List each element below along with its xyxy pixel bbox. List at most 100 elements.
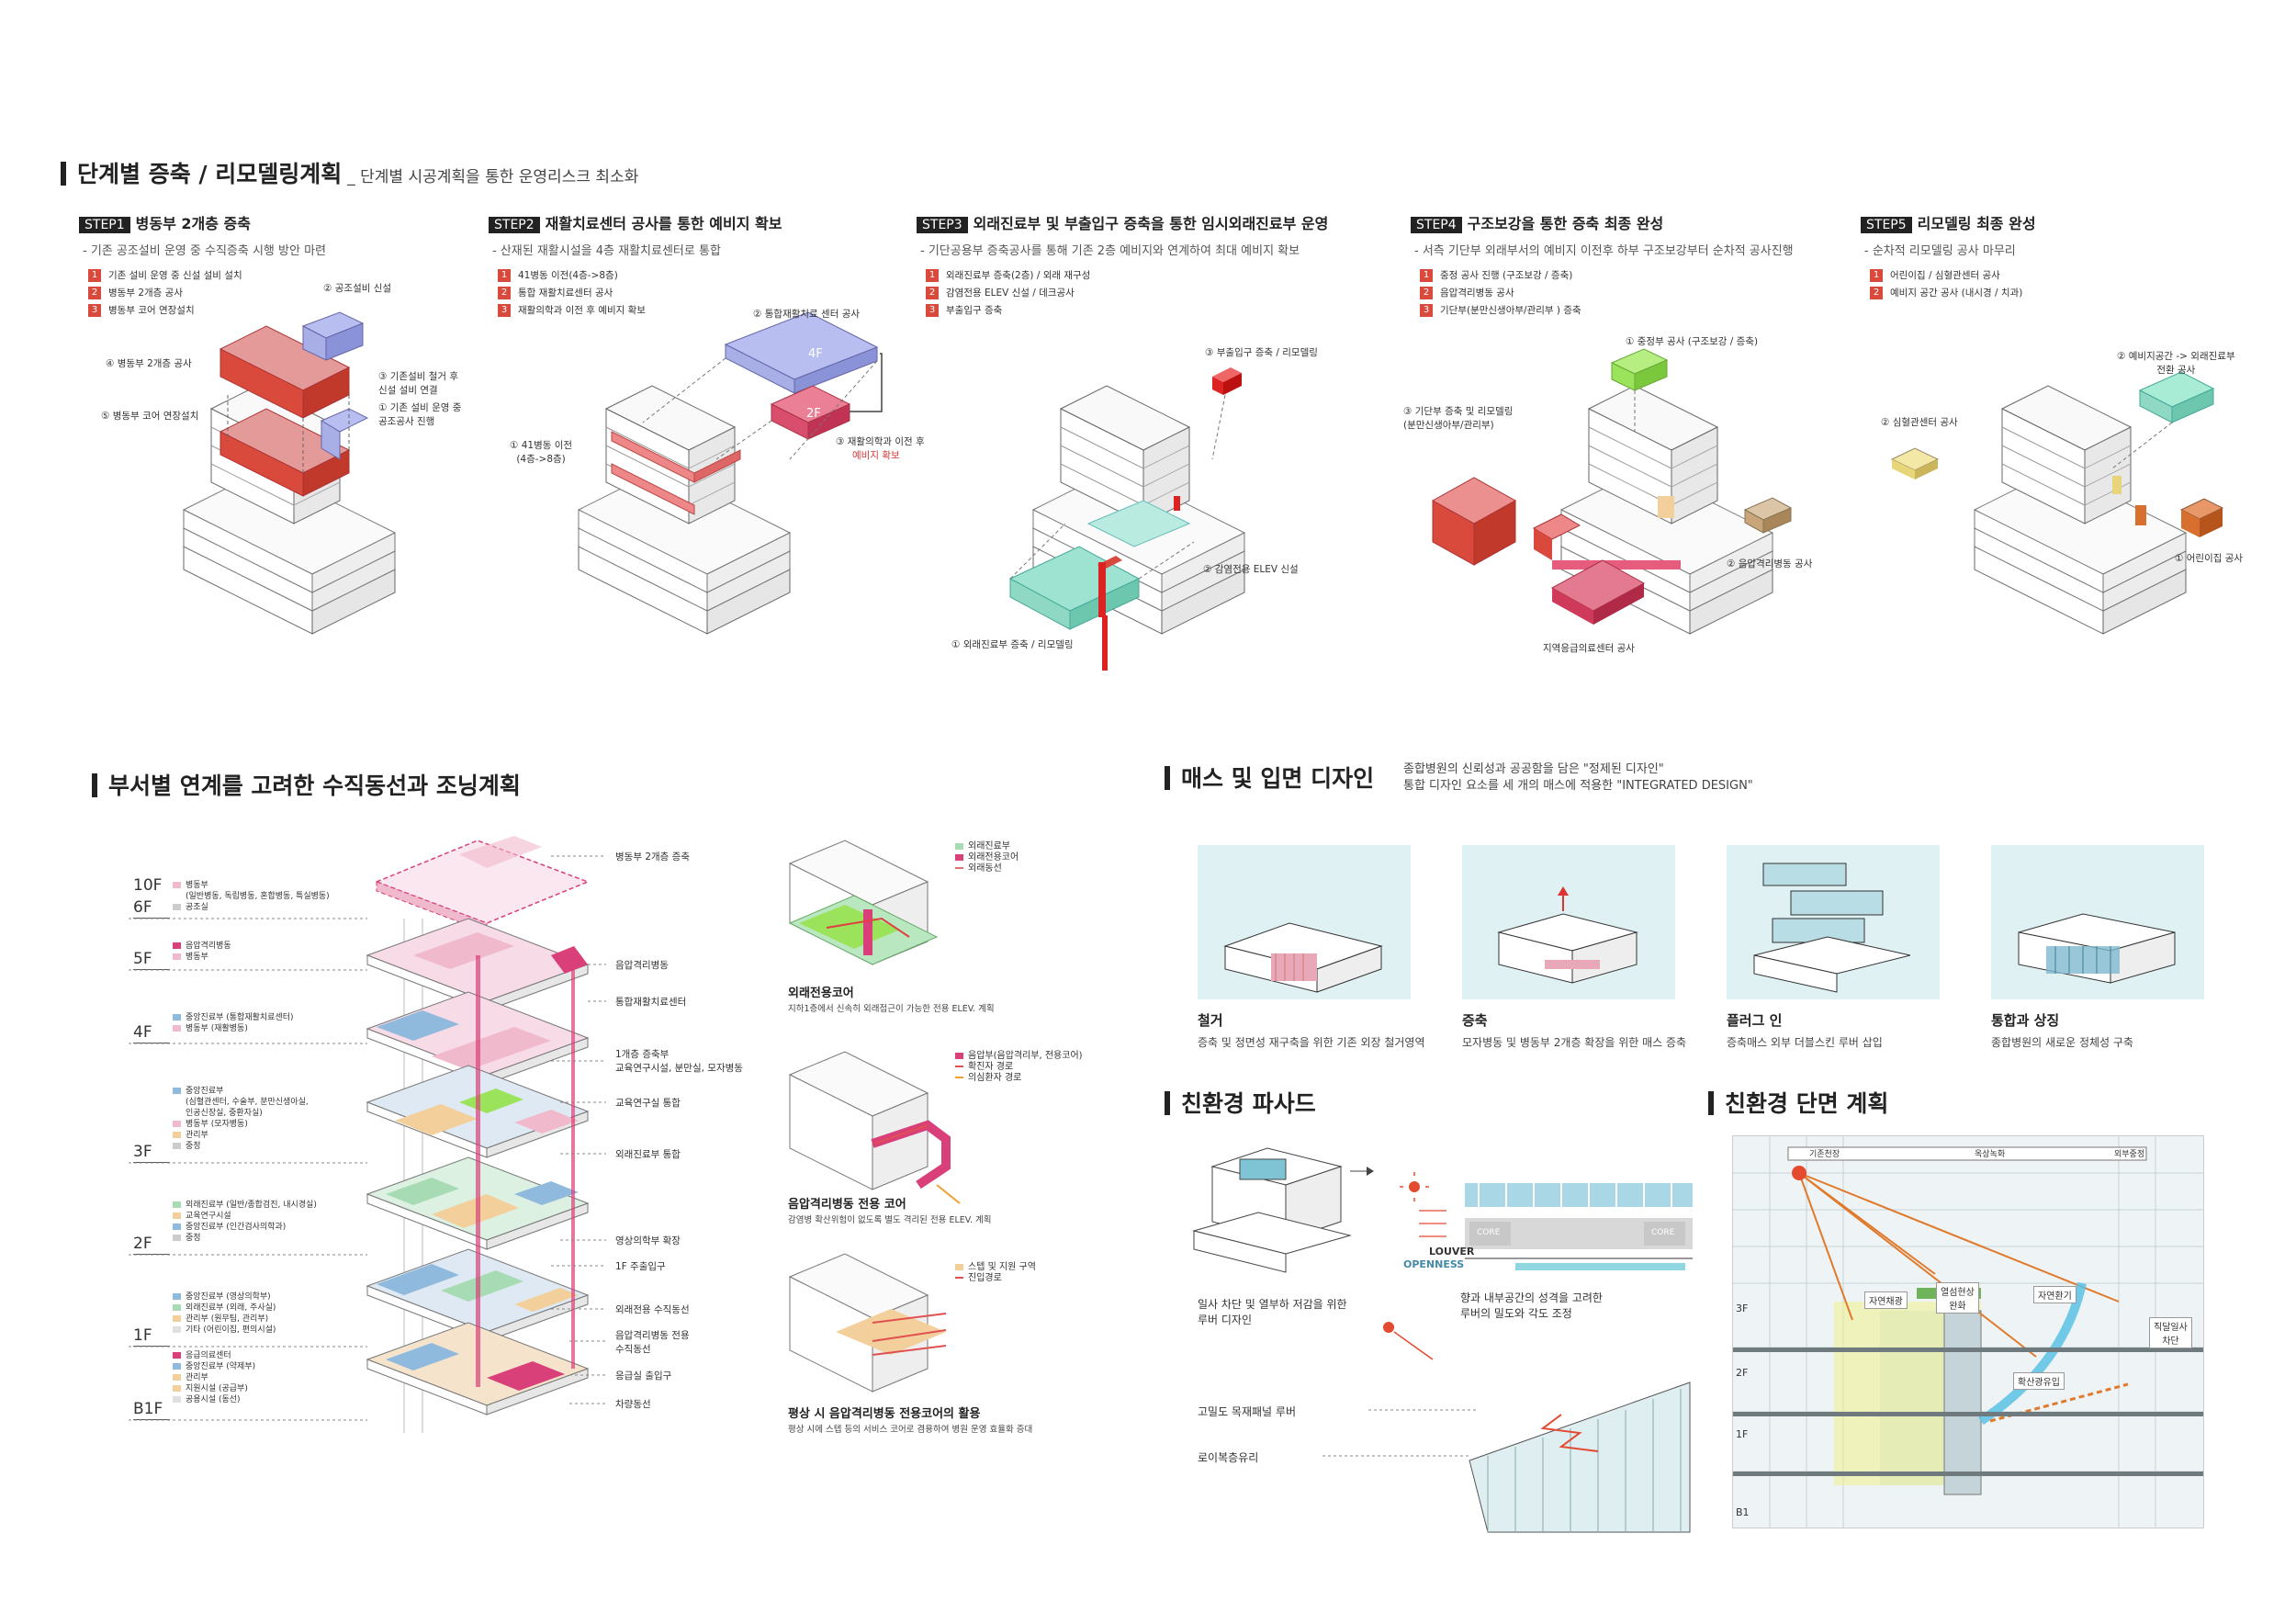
step1-highlights — [219, 311, 369, 497]
step2-label-reserve: 예비지 확보 — [852, 450, 900, 461]
step5-label-2b: ② 심혈관센터 공사 — [1881, 417, 1958, 428]
mass-desc: 종합병원의 새로운 정체성 구축 — [1991, 1036, 2133, 1049]
floor-label: 1F — [133, 1326, 152, 1345]
core2-legend: 음압부(음압격리부, 전용코어) 확진자 경로 의심환자 경로 — [955, 1051, 1083, 1084]
tag-diffuse-light: 확산광유입 — [2013, 1372, 2065, 1390]
facade-building-sketch — [1192, 1147, 1374, 1273]
band-label: 외부중정 — [2114, 1150, 2145, 1159]
step1-tag: STEP1 — [79, 217, 130, 233]
step5-desc: - 순차적 리모델링 공사 마무리 — [1864, 244, 2016, 258]
callout: 1F 주출입구 — [615, 1261, 666, 1272]
section-floor: B1 — [1736, 1506, 1750, 1518]
step1-label-1: ① 기존 설비 운영 중 공조공사 진행 — [378, 402, 462, 427]
callout: 1개층 증축부 교육연구시설, 분만실, 모자병동 — [615, 1049, 743, 1074]
step5-tag: STEP5 — [1861, 217, 1912, 233]
step1-label-5: ⑤ 병동부 코어 연장설치 — [101, 411, 199, 422]
mass-title: 플러그 인 — [1727, 1012, 1783, 1029]
floor-label: B1F — [133, 1400, 163, 1418]
core1-desc: 지하1층에서 신속히 외래접근이 가능한 전용 ELEV. 계획 — [788, 1004, 995, 1014]
material-label-1: 고밀도 목재패널 루버 — [1198, 1405, 1296, 1418]
floor-4f-plate — [366, 991, 590, 1085]
callout: 교육연구실 통합 — [615, 1098, 681, 1109]
floor-label: 10F — [133, 876, 163, 895]
step3-tag: STEP3 — [917, 217, 968, 233]
band-label: 기존천장 — [1809, 1150, 1840, 1159]
floor-10f-plate — [374, 836, 591, 933]
mass-desc: 증축매스 외부 더블스킨 루버 삽입 — [1727, 1036, 1883, 1049]
floor-2f-plate — [366, 1156, 590, 1250]
step4-highlights — [1431, 348, 1793, 625]
step5-label-1: ① 어린이집 공사 — [2175, 553, 2244, 564]
callout: 병동부 2개층 증축 — [615, 851, 690, 863]
floor-legend-4f: 중앙진료부 (통합재활치료센터) 병동부 (재활병동) — [173, 1012, 294, 1034]
title-bar — [1708, 1091, 1714, 1115]
step-diagrams: 4F 2F — [183, 311, 2224, 671]
floor-label: 5F — [133, 950, 152, 968]
floor-3f-plate — [366, 1065, 590, 1158]
step4-label-1: ① 중정부 공사 (구조보강 / 증축) — [1626, 336, 1759, 347]
step5-building — [1974, 385, 2187, 635]
title-bar — [1165, 1091, 1170, 1115]
tag-daylight: 자연채광 — [1864, 1291, 1908, 1309]
mass-desc: 증축 및 정면성 재구축을 위한 기존 외장 철거영역 — [1198, 1036, 1425, 1049]
floor-underline — [133, 1346, 170, 1347]
title-bar — [61, 162, 66, 186]
step1-label-4: ④ 병동부 2개층 공사 — [106, 358, 192, 369]
step2-highlights — [611, 311, 883, 515]
mass-image-integration — [1991, 845, 2204, 999]
core1-legend: 외래진료부 외래전용코어 외래동선 — [955, 841, 1019, 874]
mass-title: 증축 — [1462, 1012, 1488, 1029]
floor-5f-plate — [366, 918, 590, 1011]
step3-label-3: ③ 부출입구 증축 / 리모델링 — [1205, 347, 1318, 358]
step4-label-er: 지역응급의료센터 공사 — [1543, 643, 1635, 654]
tag-sun-block: 직달일사 차단 — [2149, 1317, 2192, 1348]
section5-title: 친환경 단면 계획 — [1708, 1086, 1888, 1119]
louver-band-top — [1465, 1183, 1693, 1207]
floor-b1f-plate — [366, 1322, 590, 1415]
callout: 외래진료부 통합 — [615, 1149, 681, 1160]
step2-box-2f: 2F — [806, 407, 821, 421]
core3-legend: 스텝 및 지원 구역 진입경로 — [955, 1262, 1036, 1284]
title-bar — [1165, 766, 1170, 790]
step2-label-3: ③ 재활의학과 이전 후 — [836, 436, 925, 447]
mass-image-plugin — [1727, 845, 1940, 999]
core3-desc: 평상 시에 스텝 등의 서비스 코어로 겸용하여 병원 운영 효율화 증대 — [788, 1425, 1033, 1435]
step4-tag: STEP4 — [1411, 217, 1462, 233]
openness-label: OPENNESS — [1403, 1258, 1465, 1270]
section3-title: 매스 및 입면 디자인 — [1165, 761, 1374, 794]
floor-underline — [133, 969, 170, 970]
step1-label-3: ③ 기존설비 철거 후 신설 설비 연결 — [378, 371, 459, 396]
step5-highlights — [1890, 371, 2224, 537]
mass-title: 철거 — [1198, 1012, 1223, 1029]
callout: 통합재활치료센터 — [615, 997, 687, 1008]
callout: 음압격리병동 전용 수직동선 — [615, 1330, 690, 1355]
facade-perspective — [1322, 1322, 1691, 1533]
step3-label-2: ② 감염전용 ELEV 신설 — [1203, 564, 1299, 575]
core2-desc: 감염병 확산위험이 없도록 별도 격리된 전용 ELEV. 계획 — [788, 1215, 992, 1225]
floor-legend-1f: 중앙진료부 (영상의학부) 외래진료부 (외래, 주사실) 관리부 (원무팀, … — [173, 1291, 276, 1336]
section2-title: 부서별 연계를 고려한 수직동선과 조닝계획 — [92, 768, 521, 801]
floor-label: 2F — [133, 1235, 152, 1253]
core-label: CORE — [1477, 1228, 1501, 1237]
floor-label: 6F — [133, 898, 152, 917]
louver-label: LOUVER — [1429, 1246, 1475, 1257]
section3-desc1: 종합병원의 신뢰성과 공공함을 담은 "정제된 디자인" — [1403, 762, 1664, 776]
section-floor: 1F — [1736, 1428, 1749, 1440]
step2-box-4f: 4F — [808, 347, 823, 361]
step4-label-3: ③ 기단부 증축 및 리모델링 (분만신생아부/관리부) — [1403, 406, 1514, 431]
